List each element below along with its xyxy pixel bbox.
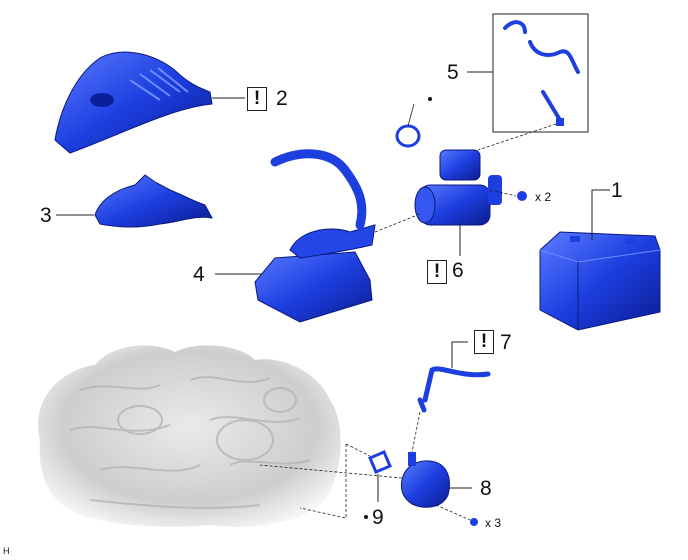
air-cleaner-assembly-part xyxy=(254,149,376,323)
engine-cover-part xyxy=(54,51,213,154)
hose-group-box xyxy=(492,13,589,133)
callout-9: 9 xyxy=(372,506,384,529)
callout-1: 1 xyxy=(611,179,623,202)
callout-3: 3 xyxy=(40,204,52,227)
o-ring-part xyxy=(395,103,421,148)
callout-7: 7 xyxy=(500,331,512,354)
bolt-quantity-pump: x 3 xyxy=(485,516,502,530)
vacuum-pump-part xyxy=(400,452,450,508)
pump-bolt-part xyxy=(470,518,478,526)
starter-assembly-part xyxy=(414,149,502,226)
callout-2: 2 xyxy=(276,87,288,110)
vacuum-hose-part xyxy=(417,366,491,413)
callout-5: 5 xyxy=(447,61,459,84)
callout-6: 6 xyxy=(452,259,464,282)
callout-8: 8 xyxy=(480,477,492,500)
vacuum-hoses-part xyxy=(503,20,580,122)
pump-gasket-part xyxy=(368,450,392,474)
corner-mark: H xyxy=(3,546,10,556)
engine-assembly-background xyxy=(38,345,341,527)
battery-part xyxy=(539,231,661,331)
caution-icon: ! xyxy=(427,260,447,284)
cover-bracket-part xyxy=(94,174,213,228)
callout-4: 4 xyxy=(193,263,205,286)
bullet-dot-icon xyxy=(428,97,432,101)
bullet-dot-icon xyxy=(364,515,368,519)
bolt-quantity-starter: x 2 xyxy=(535,190,552,204)
caution-icon: ! xyxy=(247,87,267,111)
starter-bolt-part xyxy=(517,191,527,201)
caution-icon: ! xyxy=(474,330,494,354)
